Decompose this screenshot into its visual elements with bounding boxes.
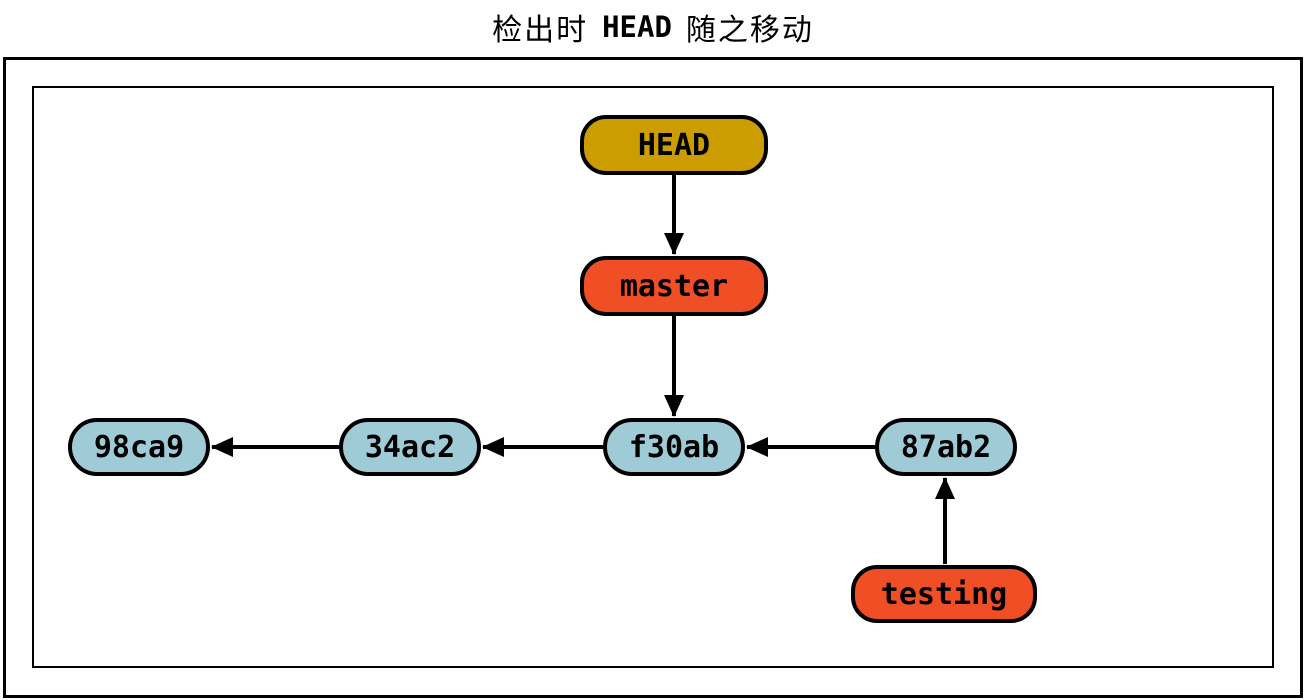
node-98ca9-label: 98ca9 [93,429,185,465]
title-prefix: 检出时 [492,13,589,48]
node-head-pointer: HEAD [580,115,768,175]
node-branch-testing: testing [851,565,1037,623]
node-34ac2-label: 34ac2 [364,429,456,465]
node-head-label: HEAD [637,127,711,163]
node-testing-label: testing [880,576,1008,612]
node-commit-34ac2: 34ac2 [339,418,481,476]
node-branch-master: master [580,256,768,316]
node-commit-f30ab: f30ab [603,418,745,476]
title-suffix: 随之移动 [685,13,814,48]
node-87ab2-label: 87ab2 [900,429,992,465]
node-commit-98ca9: 98ca9 [68,418,210,476]
node-commit-87ab2: 87ab2 [875,418,1017,476]
title-keyword: HEAD [602,10,672,44]
node-f30ab-label: f30ab [628,429,720,465]
node-master-label: master [619,268,729,304]
inner-frame [32,86,1274,668]
diagram-title: 检出时 HEAD 随之移动 [0,4,1306,50]
